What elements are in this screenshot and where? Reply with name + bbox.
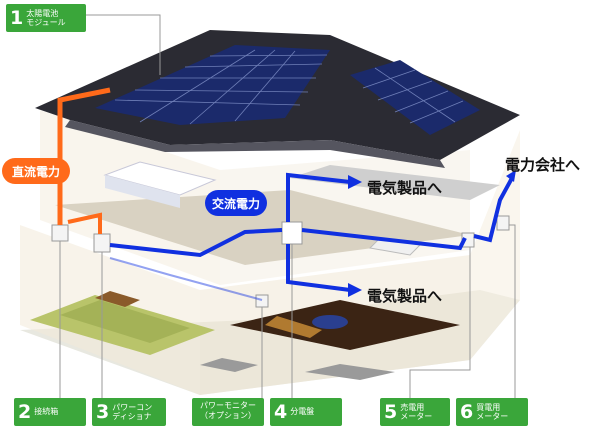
label-solar-module: 1 太陽電池 モジュール xyxy=(6,4,86,32)
arrow-lower xyxy=(348,283,362,297)
ac-wires xyxy=(109,172,514,292)
tatami-inner xyxy=(60,300,190,343)
label-text: パワーコン ディショナ xyxy=(112,402,153,421)
label-junction-box: 2 接続箱 xyxy=(14,398,86,426)
roof-eave xyxy=(65,120,445,168)
power-conditioner-unit xyxy=(93,233,111,253)
label-text: 太陽電池 モジュール xyxy=(26,8,66,27)
power-monitor-unit xyxy=(255,294,269,308)
dc-power-bubble: 直流電力 xyxy=(2,158,70,184)
to-utility: 電力会社へ xyxy=(505,156,581,174)
ac-power-bubble: 交流電力 xyxy=(205,190,267,216)
low-table xyxy=(95,291,140,307)
bed xyxy=(103,161,217,196)
label-text: 買電用 メーター xyxy=(476,402,509,421)
label-power-monitor: パワーモニター （オプション） xyxy=(192,398,264,426)
label-text: 売電用 メーター xyxy=(400,402,433,421)
solar-grid-side xyxy=(362,67,464,124)
dc-wire-junction xyxy=(67,212,102,234)
label-power-conditioner: 3 パワーコン ディショナ xyxy=(92,398,166,426)
upper-floor-right xyxy=(290,165,500,200)
label-distribution-board: 4 分電盤 xyxy=(270,398,342,426)
label-sell-meter: 5 売電用 メーター xyxy=(380,398,450,426)
side-step xyxy=(200,358,258,372)
leader-lines xyxy=(59,14,516,398)
label-number: 3 xyxy=(96,400,110,423)
distribution-board-unit xyxy=(281,221,303,245)
label-text: 接続箱 xyxy=(34,407,59,417)
buy-meter-unit xyxy=(496,215,510,231)
solar-panel-side xyxy=(350,60,480,135)
bed-side xyxy=(105,175,180,208)
label-number: 5 xyxy=(384,400,398,423)
label-number: 6 xyxy=(460,400,474,423)
label-number: 4 xyxy=(274,400,288,423)
label-number: 2 xyxy=(18,400,32,423)
upper-floor-slab xyxy=(55,190,470,265)
sofa xyxy=(265,316,322,338)
label-text: 分電盤 xyxy=(290,407,315,417)
entrance-step xyxy=(305,364,395,380)
label-buy-meter: 6 買電用 メーター xyxy=(456,398,528,426)
solar-grid-main xyxy=(114,49,328,125)
junction-box-unit xyxy=(51,224,69,242)
ac-wire-ghost xyxy=(109,257,263,301)
to-appliances-lower: 電気製品へ xyxy=(367,287,443,305)
ottoman xyxy=(312,315,348,329)
label-number: 1 xyxy=(10,6,24,29)
arrow-utility xyxy=(506,170,516,182)
to-appliances-upper: 電気製品へ xyxy=(367,179,443,197)
arrow-upper xyxy=(348,175,362,189)
